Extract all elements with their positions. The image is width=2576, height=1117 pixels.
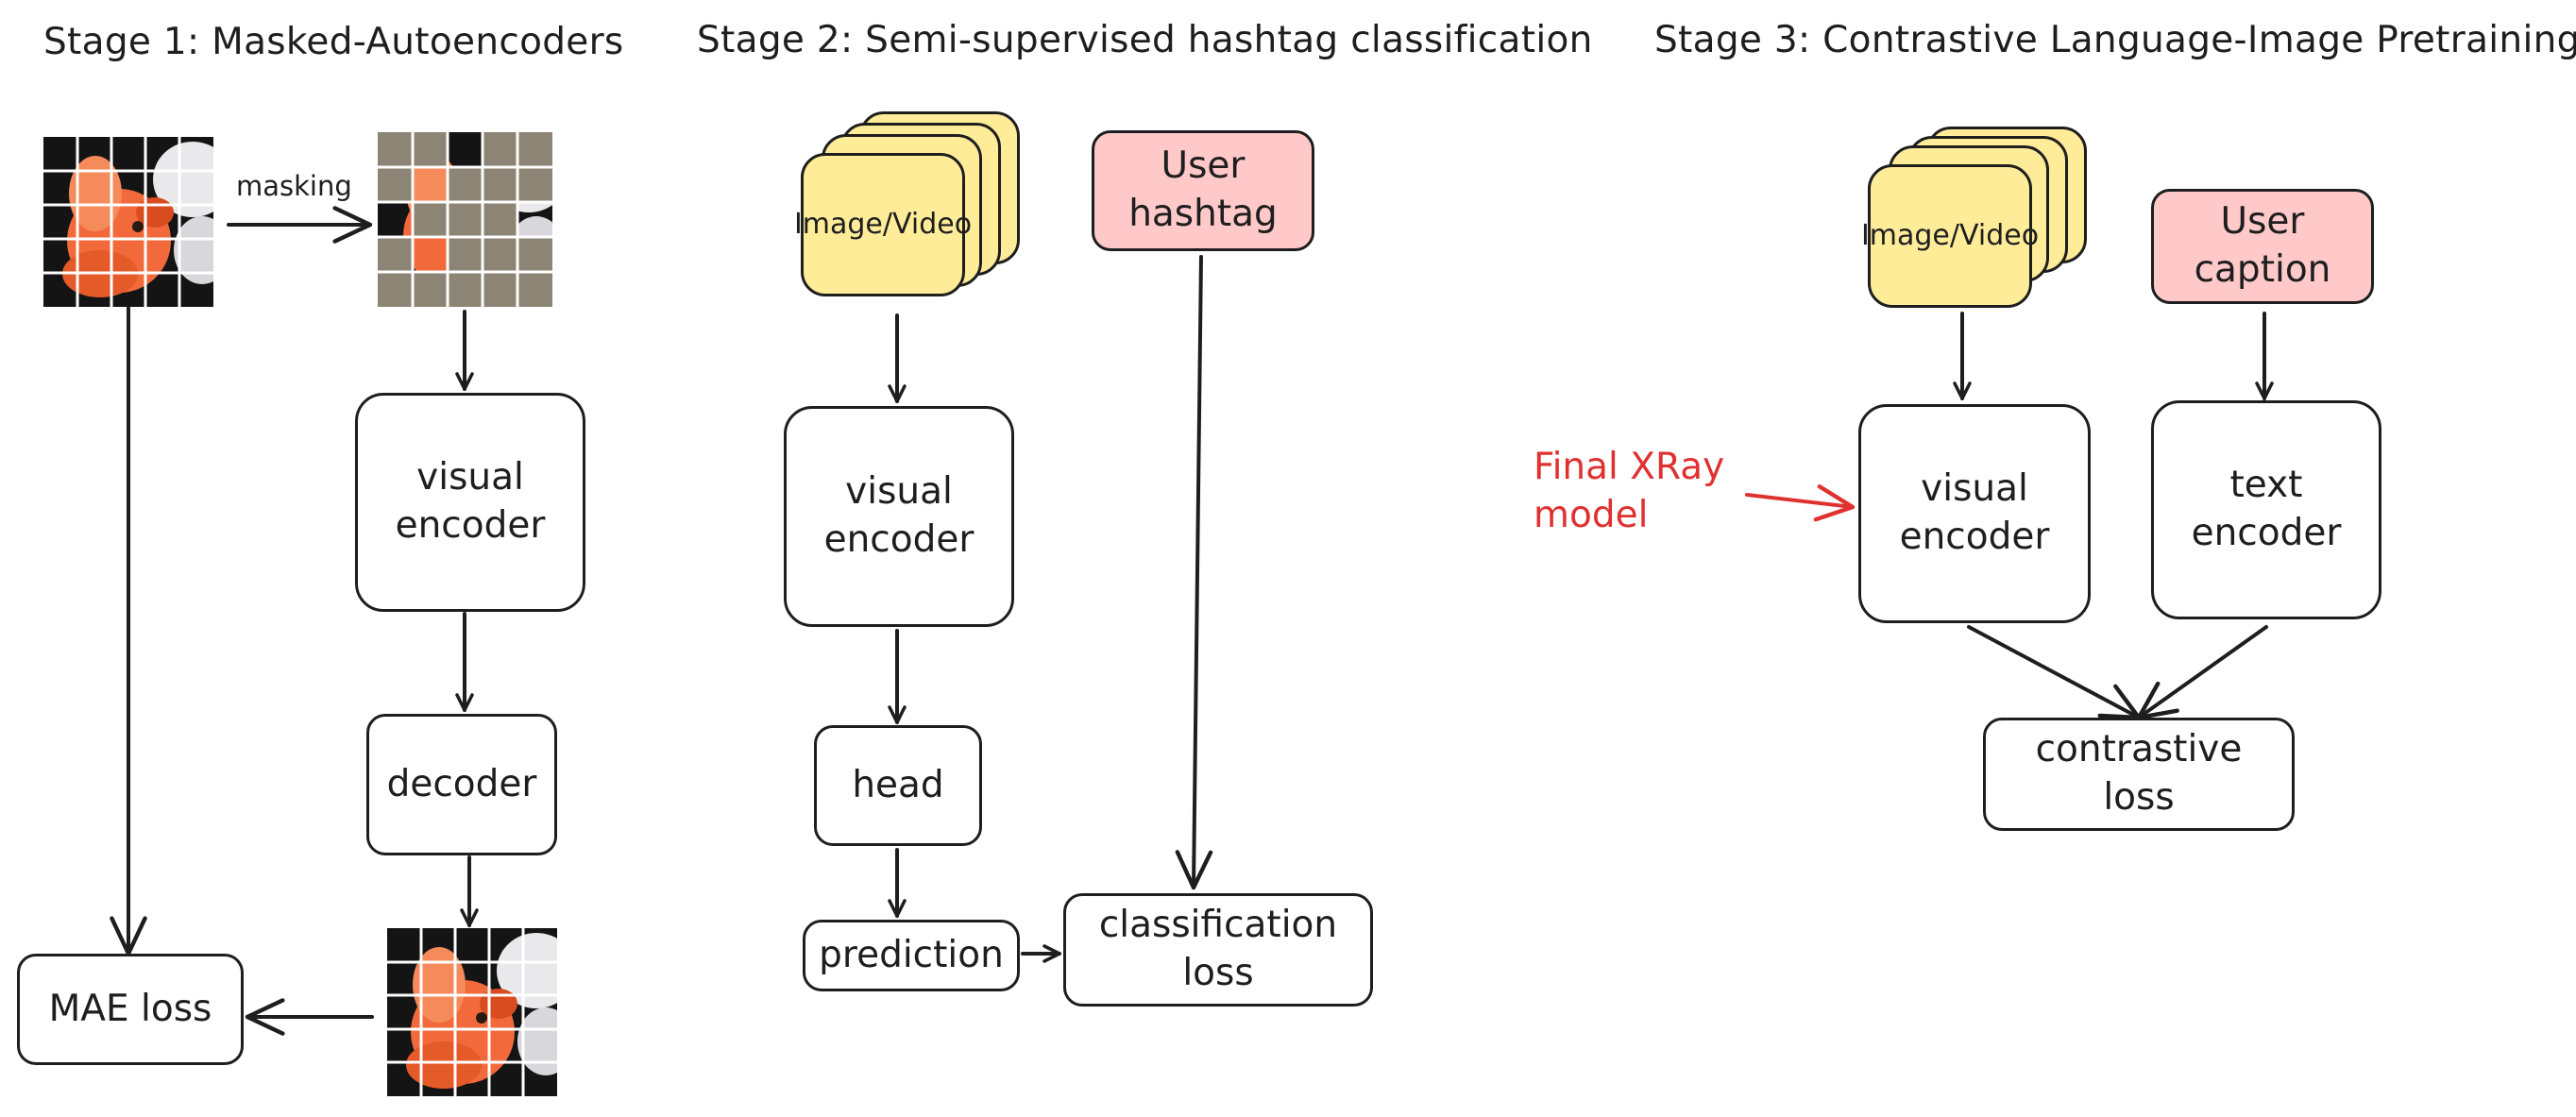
image-video-line1: Image/ [1860, 219, 1959, 253]
masking-label: masking [236, 170, 352, 202]
stage3-image-video-stack: Image/Video [1861, 127, 2094, 315]
user-caption-line1: User [2220, 200, 2305, 244]
visual-encoder-line1: visual [845, 470, 953, 514]
stage1-title: Stage 1: Masked-Autoencoders [43, 21, 624, 63]
final-model-label: Final XRay model [1534, 444, 1724, 539]
contrastive-loss-box: contrastive loss [1983, 718, 2295, 831]
text-encoder-line1: text [2229, 464, 2303, 507]
arrow-visual-encoder-to-loss [1967, 625, 2142, 720]
masked-image [378, 132, 552, 307]
stack-card-front: Image/Video [794, 153, 972, 296]
image-video-line1: Image/ [793, 208, 892, 242]
user-hashtag-line2: hashtag [1128, 193, 1278, 235]
visual-encoder-line2: encoder [1899, 516, 2050, 558]
classification-loss-line1: classification [1098, 904, 1338, 947]
visual-encoder-line1: visual [1921, 467, 2028, 511]
contrastive-loss-line2: loss [2103, 776, 2175, 819]
final-model-line1: Final XRay [1534, 446, 1725, 488]
mae-loss-box: MAE loss [17, 954, 244, 1065]
arrow-text-encoder-to-loss [2136, 625, 2268, 720]
arrow-final-model [1745, 484, 1856, 522]
contrastive-loss-line1: contrastive [2035, 728, 2243, 771]
visual-encoder-line1: visual [416, 456, 524, 499]
original-image [43, 137, 213, 307]
image-video-line2: Video [892, 208, 973, 242]
decoder-box: decoder [366, 714, 557, 855]
text-encoder-line2: encoder [2191, 512, 2342, 554]
visual-encoder-line2: encoder [395, 504, 546, 547]
classification-loss-box: classification loss [1063, 893, 1373, 1007]
visual-encoder-line2: encoder [823, 518, 974, 561]
stage2-title: Stage 2: Semi-supervised hashtag classif… [697, 19, 1593, 61]
image-video-line2: Video [1959, 219, 2040, 253]
reconstructed-image [387, 928, 557, 1096]
flamingo-image [43, 137, 213, 307]
prediction-box: prediction [803, 920, 1020, 991]
stage1-visual-encoder: visual encoder [355, 393, 585, 612]
text-encoder-box: text encoder [2151, 400, 2381, 619]
final-model-line2: model [1534, 493, 1649, 536]
user-caption-line2: caption [2194, 248, 2331, 291]
stage3-visual-encoder: visual encoder [1858, 404, 2091, 623]
stage2-image-video-stack: Image/Video [794, 111, 1027, 300]
stage3-title: Stage 3: Contrastive Language-Image Pret… [1654, 19, 2576, 61]
user-hashtag-line1: User [1161, 144, 1246, 188]
classification-loss-line2: loss [1182, 952, 1254, 994]
arrow-hashtag-to-loss [1175, 255, 1213, 890]
head-box: head [814, 725, 982, 846]
stack-card-front: Image/Video [1861, 164, 2039, 308]
user-hashtag-box: User hashtag [1092, 130, 1314, 251]
